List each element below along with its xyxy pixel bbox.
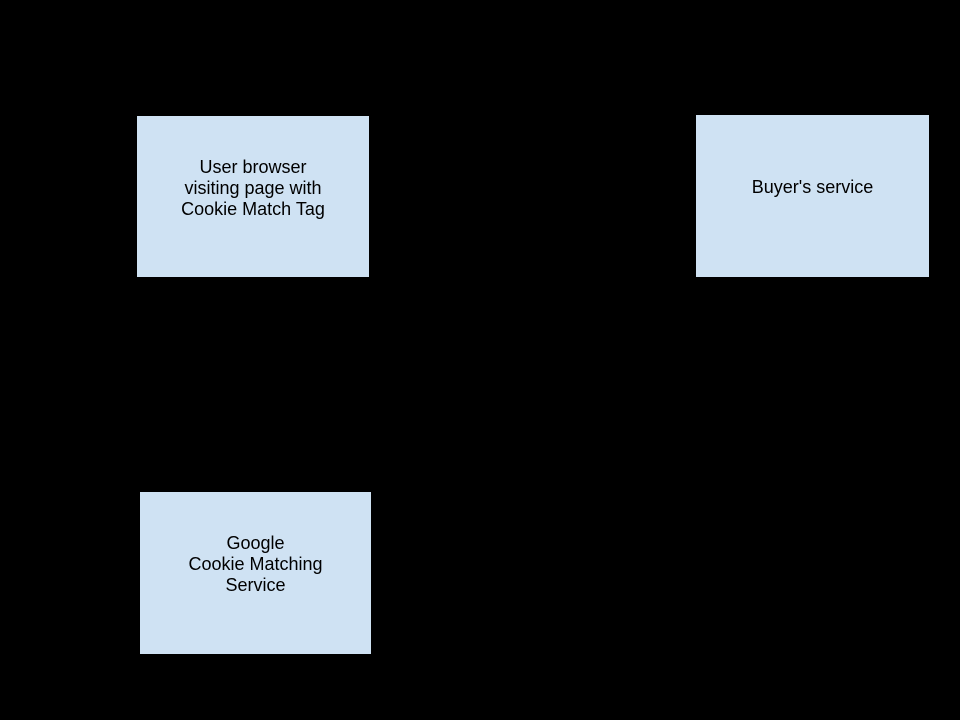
node-label-line: Cookie Match Tag bbox=[181, 198, 325, 219]
node-label-line: Service bbox=[225, 575, 286, 595]
node-google-cookie-matching-service: Google Cookie Matching Service bbox=[140, 492, 371, 654]
node-user-browser: User browser visiting page with Cookie M… bbox=[137, 116, 369, 277]
node-label-line: visiting page with bbox=[184, 177, 322, 198]
node-label-line: User browser bbox=[199, 156, 307, 177]
node-label-line: Buyer's service bbox=[751, 177, 874, 197]
node-label-line: Cookie Matching bbox=[188, 554, 323, 574]
node-buyers-service-label: Buyer's service bbox=[752, 177, 873, 198]
node-user-browser-label: User browser visiting page with Cookie M… bbox=[181, 157, 325, 220]
node-label-line: Google bbox=[226, 533, 285, 553]
node-google-cms-label: Google Cookie Matching Service bbox=[188, 533, 322, 596]
node-buyers-service: Buyer's service bbox=[696, 115, 929, 277]
